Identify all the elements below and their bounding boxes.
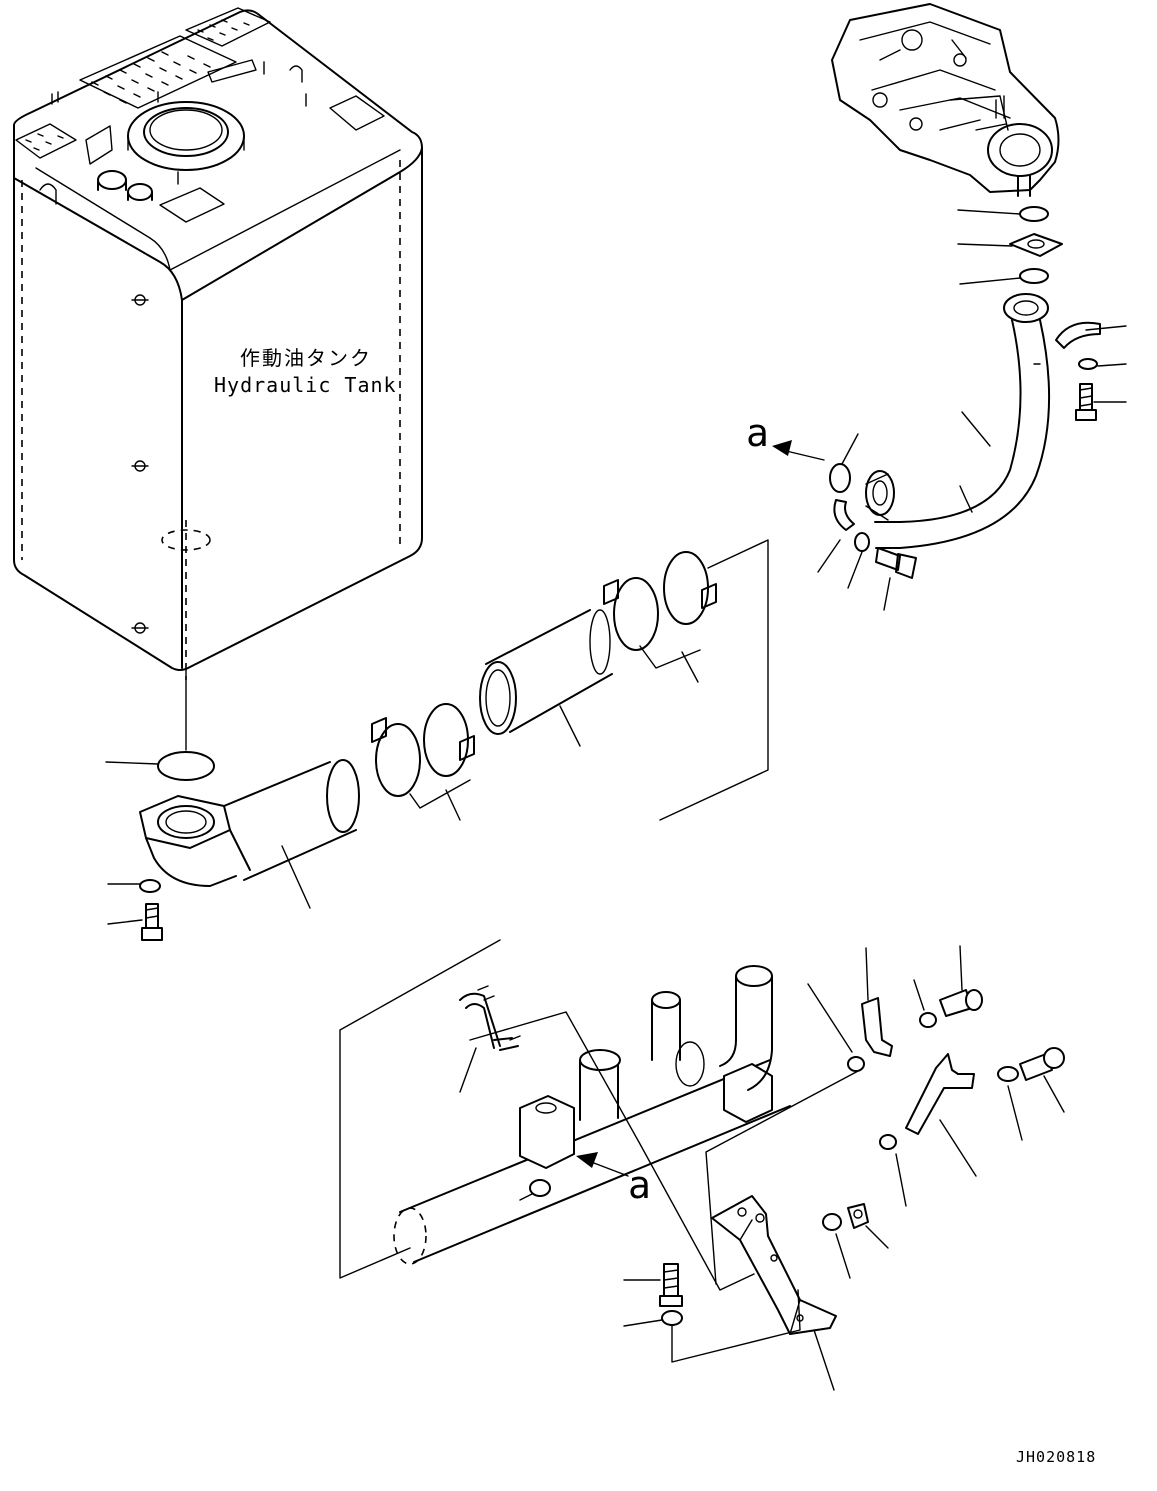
suction-hose-assembly (139, 539, 769, 941)
drawing-code: JH020818 (1016, 1448, 1096, 1466)
lower-bracket-set (659, 989, 1065, 1363)
hose-end-parts (829, 463, 917, 579)
pipe-assembly-lower (339, 939, 861, 1291)
pump-flange-parts (1009, 206, 1063, 284)
suction-tube-right (865, 293, 1051, 549)
o-ring-tank (157, 751, 215, 781)
view-arrow-bottom: a (576, 1152, 651, 1207)
view-letter-bottom: a (628, 1163, 651, 1207)
tank-label-en: Hydraulic Tank (214, 373, 397, 397)
view-arrow-top: a (746, 411, 825, 461)
o-ring-upper (1019, 206, 1049, 222)
leader-lines (105, 209, 1127, 1391)
view-letter-top: a (746, 411, 769, 455)
right-clamp-set (1055, 321, 1101, 421)
hydraulic-pump (831, 3, 1060, 197)
o-ring-lower (1019, 268, 1049, 284)
hydraulic-tank: 作動油タンク Hydraulic Tank (13, 7, 423, 680)
tank-label-jp: 作動油タンク (240, 346, 372, 370)
split-flange (1009, 233, 1063, 257)
